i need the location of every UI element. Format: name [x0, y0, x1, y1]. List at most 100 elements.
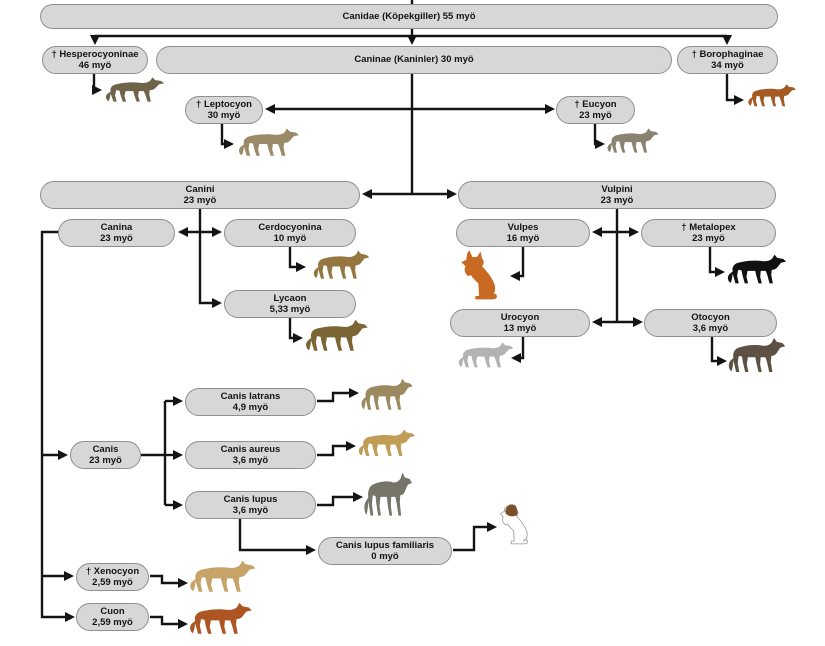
node-urocyon-age: 13 myö — [503, 323, 537, 334]
lupus-familiaris-link — [238, 519, 317, 556]
cerdocyonina-animal-link — [288, 247, 307, 273]
node-xenocyon-name: † Xenocyon — [85, 565, 140, 577]
golden-jackal-image — [356, 428, 420, 463]
node-canis-lupus-familiaris-age: 0 myö — [371, 551, 399, 562]
node-vulpini: Vulpini 23 myö — [458, 181, 776, 209]
node-metalopex: † Metalopex 23 myö — [641, 219, 776, 247]
latrans-animal-link — [317, 387, 360, 403]
dog-head-patch-shape — [505, 504, 518, 517]
node-xenocyon-age: 2,59 myö — [92, 577, 133, 588]
node-canis-name: Canis — [92, 443, 119, 455]
node-lycaon-age: 5,33 myö — [269, 304, 311, 315]
node-hesperocyoninae-name: † Hesperocyoninae — [51, 48, 139, 60]
lupus-animal-link — [317, 491, 364, 507]
vulpes-animal-link — [509, 247, 525, 282]
xenocyon-image — [187, 559, 261, 600]
node-hesperocyoninae: † Hesperocyoninae 46 myö — [42, 46, 148, 74]
node-canini-name: Canini — [185, 183, 215, 195]
african-wild-dog-image — [303, 318, 373, 359]
node-canis-aureus-name: Canis aureus — [220, 443, 281, 455]
node-leptocyon: † Leptocyon 30 myö — [185, 96, 263, 124]
borophagine-dog-image — [746, 83, 800, 112]
node-otocyon: Otocyon 3,6 myö — [644, 309, 777, 337]
dhole-image — [187, 601, 257, 642]
gray-wolf-image — [362, 470, 416, 527]
node-leptocyon-age: 30 myö — [207, 110, 241, 121]
node-canis-lupus-familiaris: Canis lupus familiaris 0 myö — [318, 537, 452, 565]
node-canidae: Canidae (Köpekgiller) 55 myö — [40, 4, 778, 29]
node-vulpini-age: 23 myö — [600, 195, 634, 206]
urocyon-animal-link — [510, 337, 525, 364]
node-cuon-name: Cuon — [100, 605, 125, 617]
metalopex-silhouette-image — [725, 253, 791, 291]
node-canis-aureus: Canis aureus 3,6 myö — [185, 441, 316, 469]
node-canini-age: 23 myö — [183, 195, 217, 206]
node-canina-age: 23 myö — [100, 233, 133, 244]
gray-fox-image — [456, 341, 518, 374]
lycaon-animal-link — [288, 318, 304, 344]
cuon-animal-link — [150, 615, 189, 630]
canini-riser-lycaon-link — [198, 209, 223, 309]
hesperocyon-image — [103, 76, 169, 108]
node-vulpini-name: Vulpini — [601, 183, 633, 195]
coyote-image — [359, 377, 417, 418]
node-cuon: Cuon 2,59 myö — [76, 603, 149, 631]
node-canis-latrans-name: Canis latrans — [220, 390, 281, 402]
leptocyon-animal-link — [220, 124, 235, 150]
node-vulpes-age: 16 myö — [506, 233, 540, 244]
leptocyon-image — [236, 127, 304, 163]
node-otocyon-name: Otocyon — [691, 311, 730, 323]
hesperocyoninae-animal-link — [91, 74, 103, 96]
node-xenocyon: † Xenocyon 2,59 myö — [76, 563, 149, 591]
xenocyon-animal-link — [150, 574, 189, 589]
eucyon-animal-link — [593, 124, 606, 150]
node-canis-latrans: Canis latrans 4,9 myö — [185, 388, 316, 416]
node-caninae-label: Caninae (Kaninler) 30 myö — [354, 54, 474, 66]
node-eucyon: † Eucyon 23 myö — [556, 96, 635, 124]
node-canina: Canina 23 myö — [58, 219, 175, 247]
node-cuon-age: 2,59 myö — [92, 617, 133, 628]
node-urocyon-name: Urocyon — [500, 311, 540, 323]
node-canis-lupus-familiaris-name: Canis lupus familiaris — [335, 539, 435, 551]
canina-left-trunk — [40, 230, 76, 623]
node-canis-aureus-age: 3,6 myö — [232, 455, 269, 466]
borophaginae-animal-link — [725, 74, 745, 106]
cerdocyonina-fox-image — [311, 249, 374, 286]
node-vulpes-name: Vulpes — [507, 221, 539, 233]
node-eucyon-age: 23 myö — [579, 110, 612, 121]
familiaris-dog-link — [453, 521, 498, 552]
node-cerdocyonina-name: Cerdocyonina — [258, 221, 322, 233]
bat-eared-fox-image — [726, 336, 790, 381]
node-vulpes: Vulpes 16 myö — [456, 219, 590, 247]
node-lycaon-name: Lycaon — [273, 292, 307, 304]
node-urocyon: Urocyon 13 myö — [450, 309, 590, 337]
node-canidae-label: Canidae (Köpekgiller) 55 myö — [342, 10, 476, 22]
otocyon-animal-link — [710, 337, 728, 367]
node-cerdocyonina: Cerdocyonina 10 myö — [224, 219, 356, 247]
node-canis-lupus-name: Canis lupus — [223, 493, 278, 505]
node-canis-age: 23 myö — [89, 455, 122, 466]
red-fox-image — [459, 249, 511, 302]
node-lycaon: Lycaon 5,33 myö — [224, 290, 356, 318]
aureus-animal-link — [317, 440, 357, 457]
node-canina-name: Canina — [100, 221, 133, 233]
node-borophaginae-age: 34 myö — [711, 60, 744, 71]
eucyon-image — [605, 127, 663, 159]
domestic-dog-image — [499, 504, 528, 545]
node-hesperocyoninae-age: 46 myö — [78, 60, 112, 71]
node-canis-lupus-age: 3,6 myö — [232, 505, 269, 516]
node-borophaginae: † Borophaginae 34 myö — [677, 46, 778, 74]
node-eucyon-name: † Eucyon — [574, 98, 617, 110]
node-leptocyon-name: † Leptocyon — [196, 98, 252, 110]
node-canis: Canis 23 myö — [70, 441, 141, 469]
node-borophaginae-name: † Borophaginae — [691, 48, 764, 60]
node-metalopex-name: † Metalopex — [681, 221, 736, 233]
node-metalopex-age: 23 myö — [692, 233, 725, 244]
node-canis-latrans-age: 4,9 myö — [232, 402, 269, 413]
node-canini: Canini 23 myö — [40, 181, 360, 209]
node-caninae: Caninae (Kaninler) 30 myö — [156, 46, 672, 74]
node-cerdocyonina-age: 10 myö — [273, 233, 307, 244]
node-canis-lupus: Canis lupus 3,6 myö — [185, 491, 316, 519]
